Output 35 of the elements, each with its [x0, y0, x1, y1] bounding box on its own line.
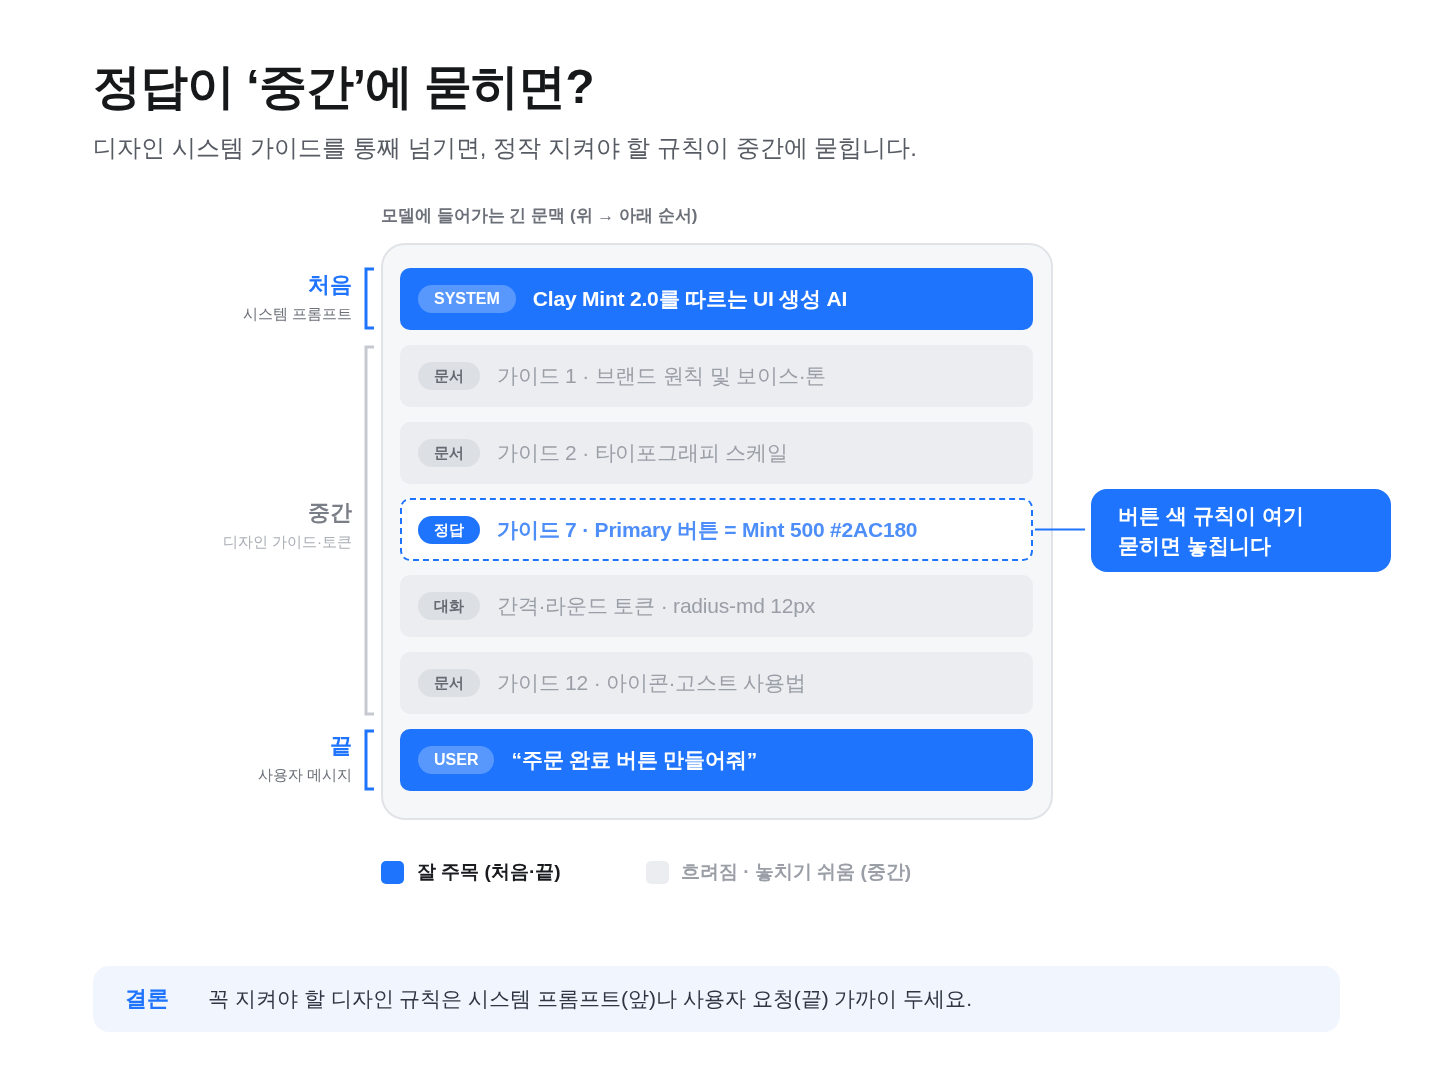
panel-heading: 모델에 들어가는 긴 문맥 (위 → 아래 순서): [381, 205, 698, 227]
role-tag: 대화: [418, 592, 480, 620]
row-text: 가이드 2 · 타이포그래피 스케일: [497, 440, 788, 466]
section-note: 시스템 프롬프트: [242, 304, 352, 324]
subtitle-text: 디자인 시스템 가이드를 통째 넘기면, 정작 지켜야 할 규칙이 중간에 묻힙니다.: [93, 133, 917, 163]
section-note: 디자인 가이드·토큰: [222, 532, 352, 552]
row-text: 간격·라운드 토큰 · radius-md 12px: [497, 593, 816, 619]
legend-text: 흐려짐 · 놓치기 쉬움 (중간): [681, 860, 912, 884]
role-tag: USER: [418, 746, 495, 774]
role-tag: 문서: [418, 669, 480, 697]
highlighted-row: [400, 498, 1033, 561]
context-row: [400, 575, 1033, 637]
conclusion-text: 꼭 지켜야 할 디자인 규칙은 시스템 프롬프트(앞)나 사용자 요청(끝) 가까이 두세요.: [208, 986, 973, 1012]
legend-text: 잘 주목 (처음·끝): [417, 860, 561, 884]
title-heading: 정답이 ‘중간’에 묻히면?: [93, 59, 594, 115]
message-bar: [400, 268, 1033, 330]
section-note: 사용자 메시지: [257, 765, 352, 785]
role-tag: 문서: [418, 439, 480, 467]
role-tag: 정답: [418, 515, 480, 544]
row-text: “주문 완료 버튼 만들어줘”: [511, 747, 757, 773]
context-row: [400, 652, 1033, 714]
row-text: Clay Mint 2.0를 따르는 UI 생성 AI: [532, 286, 848, 312]
row-text: 가이드 7 · Primary 버튼 = Mint 500 #2AC180: [497, 516, 918, 543]
row-text: 가이드 12 · 아이콘·고스트 사용법: [497, 670, 806, 696]
context-row: [400, 345, 1033, 407]
row-text: 가이드 1 · 브랜드 원칙 및 보이스·톤: [497, 363, 827, 389]
section-heading: 끝: [330, 732, 352, 760]
message-bar: [400, 729, 1033, 791]
section-heading: 중간: [308, 499, 352, 527]
section-heading: 처음: [308, 271, 352, 299]
role-tag: SYSTEM: [418, 285, 516, 313]
context-row: [400, 422, 1033, 484]
conclusion-label: 결론: [125, 985, 169, 1013]
role-tag: 문서: [418, 362, 480, 390]
callout-box: 버튼 색 규칙이 여기 묻히면 놓칩니다: [1091, 489, 1391, 572]
